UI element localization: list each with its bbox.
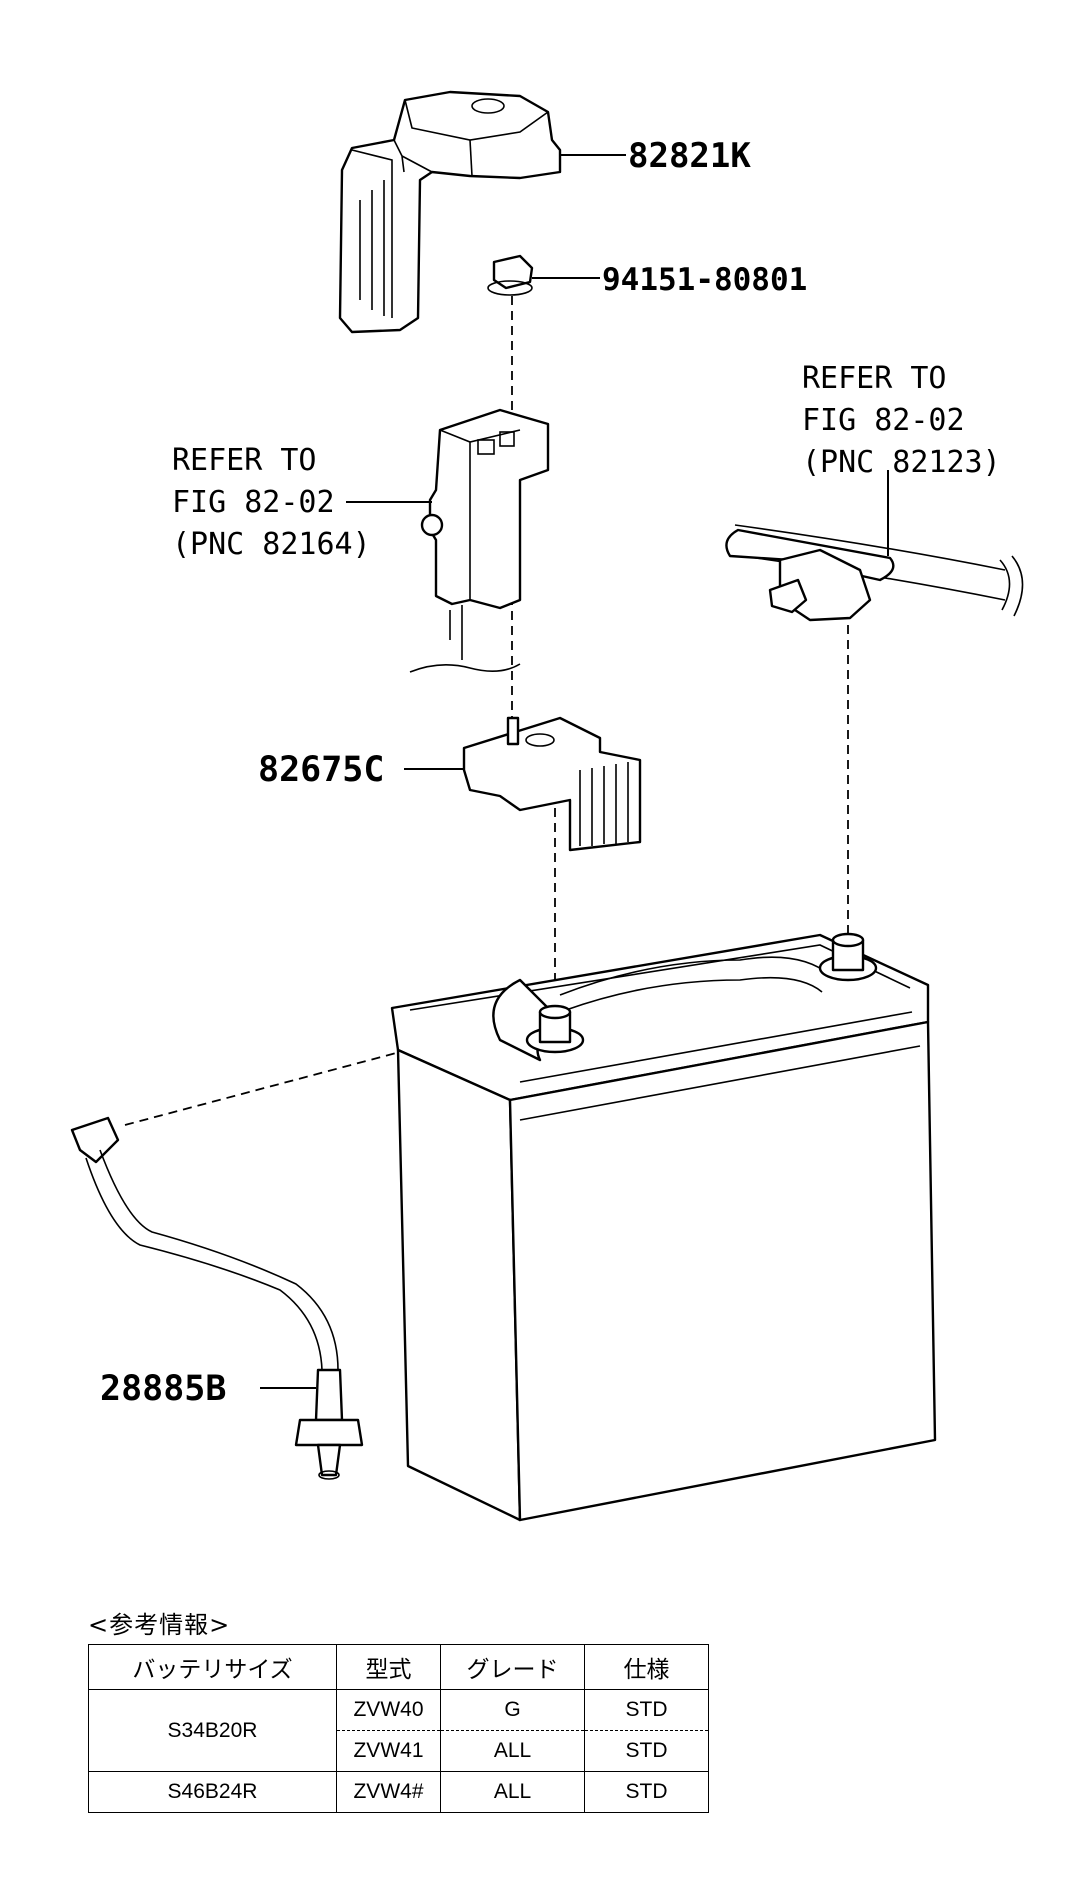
junction-block-part xyxy=(409,408,550,673)
refer-left-line2: FIG 82-02 xyxy=(172,485,335,520)
callout-82675C: 82675C xyxy=(258,750,384,790)
header-battery-size: バッテリサイズ xyxy=(88,1644,337,1690)
cell-model: ZVW41 xyxy=(336,1730,441,1772)
battery-part xyxy=(390,932,937,1522)
cell-spec: STD xyxy=(584,1771,709,1813)
cell-grade: ALL xyxy=(440,1730,585,1772)
cell-spec: STD xyxy=(584,1730,709,1772)
positive-terminal-part xyxy=(725,524,1024,622)
refer-left-line1: REFER TO xyxy=(172,443,317,478)
refer-right-line2: FIG 82-02 xyxy=(802,403,965,438)
callout-82821K: 82821K xyxy=(628,136,751,176)
table-header-row: バッテリサイズ 型式 グレード 仕様 xyxy=(88,1644,709,1690)
refer-left-line3: (PNC 82164) xyxy=(172,527,371,562)
cell-battery: S34B20R xyxy=(88,1689,337,1772)
reference-info: <参考情報> バッテリサイズ 型式 グレード 仕様 S34B20R ZVW40 … xyxy=(88,1605,709,1813)
cell-grade: G xyxy=(440,1689,585,1731)
parts-diagram: 82821K 94151-80801 REFER TO FIG 82-02 (P… xyxy=(70,90,1024,1522)
callout-28885B: 28885B xyxy=(100,1369,226,1409)
terminal-cover-part xyxy=(338,90,562,334)
cell-battery: S46B24R xyxy=(88,1771,337,1813)
bracket-part xyxy=(462,716,642,852)
refer-right-line1: REFER TO xyxy=(802,361,947,396)
callout-94151-80801: 94151-80801 xyxy=(602,262,807,298)
header-grade: グレード xyxy=(440,1644,585,1690)
cell-spec: STD xyxy=(584,1689,709,1731)
refer-right-line3: (PNC 82123) xyxy=(802,445,1001,480)
header-spec: 仕様 xyxy=(584,1644,709,1690)
cell-model: ZVW40 xyxy=(336,1689,441,1731)
cell-model: ZVW4# xyxy=(336,1771,441,1813)
cell-grade: ALL xyxy=(440,1771,585,1813)
bolt-part xyxy=(487,254,534,296)
table-row: S46B24R ZVW4# ALL STD xyxy=(88,1771,709,1813)
reference-table: バッテリサイズ 型式 グレード 仕様 S34B20R ZVW40 G STD Z… xyxy=(88,1644,709,1813)
vent-hose-part xyxy=(70,1051,401,1480)
header-model: 型式 xyxy=(336,1644,441,1690)
reference-title: <参考情報> xyxy=(88,1611,231,1639)
table-row: S34B20R ZVW40 G STD xyxy=(88,1689,709,1772)
